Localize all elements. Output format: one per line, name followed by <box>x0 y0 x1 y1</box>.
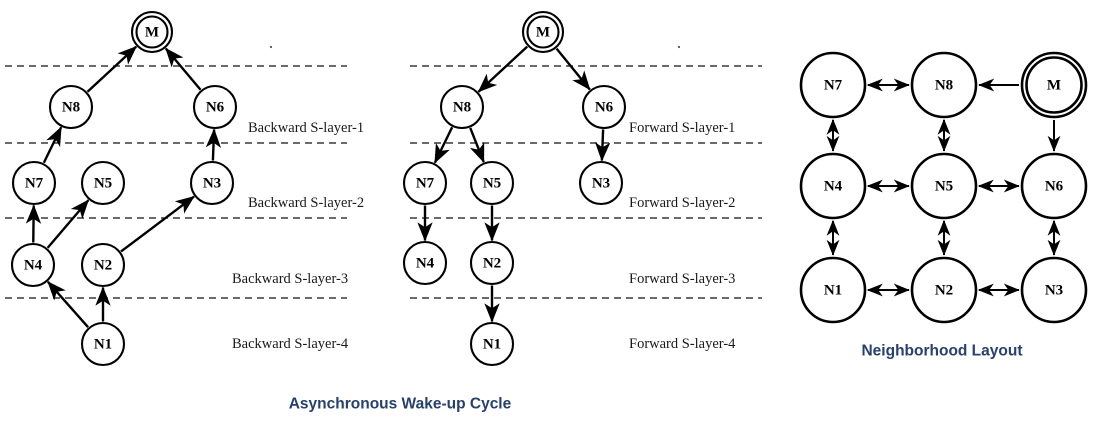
node-neighborhood-layout-N4[interactable]: N4 <box>799 152 867 220</box>
caption-neighborhood-layout: Neighborhood Layout <box>861 343 1022 360</box>
edge-N8-to-N7 <box>433 126 454 164</box>
layer-label-backward-cycle-2: Backward S-layer-2 <box>248 195 364 211</box>
node-backward-cycle-N3[interactable]: N3 <box>189 160 235 206</box>
node-label-N5: N5 <box>935 179 953 195</box>
node-label-M: M <box>536 25 550 41</box>
node-backward-cycle-N4[interactable]: N4 <box>10 242 56 288</box>
edge-N1-to-N4 <box>47 281 89 328</box>
edge-N8-to-N5 <box>469 127 485 163</box>
node-label-N6: N6 <box>1045 179 1064 195</box>
node-neighborhood-layout-N3[interactable]: N3 <box>1020 256 1088 324</box>
node-neighborhood-layout-M[interactable]: M <box>1020 51 1088 119</box>
stray-mark-2 <box>677 45 681 49</box>
edge-M-to-N8 <box>477 45 529 93</box>
node-forward-cycle-N4[interactable]: N4 <box>402 240 448 286</box>
edge-N8-to-M <box>86 45 138 93</box>
node-backward-cycle-N2[interactable]: N2 <box>80 242 126 288</box>
node-neighborhood-layout-N8[interactable]: N8 <box>910 51 978 119</box>
node-neighborhood-layout-N6[interactable]: N6 <box>1020 152 1088 220</box>
node-backward-cycle-M[interactable]: M <box>130 10 174 54</box>
node-label-N5: N5 <box>483 176 501 192</box>
node-label-N8: N8 <box>62 100 80 116</box>
node-label-N4: N4 <box>824 179 843 195</box>
node-label-N3: N3 <box>592 176 610 192</box>
node-backward-cycle-N1[interactable]: N1 <box>80 321 126 367</box>
stray-mark-group <box>269 45 681 49</box>
node-backward-cycle-N6[interactable]: N6 <box>192 84 238 130</box>
layer-label-forward-cycle-4: Forward S-layer-4 <box>629 336 736 352</box>
edge-N2-to-N3 <box>120 195 195 253</box>
node-label-N7: N7 <box>824 78 843 94</box>
node-neighborhood-layout-N5[interactable]: N5 <box>910 152 978 220</box>
node-label-N3: N3 <box>203 176 221 192</box>
layer-label-forward-cycle-1: Forward S-layer-1 <box>629 120 735 136</box>
node-label-N2: N2 <box>935 283 953 299</box>
node-neighborhood-layout-N2[interactable]: N2 <box>910 256 978 324</box>
node-forward-cycle-N8[interactable]: N8 <box>439 84 485 130</box>
node-label-M: M <box>1047 78 1061 94</box>
layer-label-backward-cycle-1: Backward S-layer-1 <box>248 120 364 136</box>
node-label-N1: N1 <box>824 283 842 299</box>
node-backward-cycle-N8[interactable]: N8 <box>48 84 94 130</box>
node-forward-cycle-N6[interactable]: N6 <box>581 84 627 130</box>
node-label-M: M <box>145 25 159 41</box>
node-label-N3: N3 <box>1045 283 1063 299</box>
edge-N4-to-N5 <box>46 199 90 249</box>
node-label-N7: N7 <box>416 176 435 192</box>
edge-N3-to-N6 <box>205 128 222 161</box>
node-label-N1: N1 <box>483 337 501 353</box>
node-neighborhood-layout-N7[interactable]: N7 <box>799 51 867 119</box>
node-label-N6: N6 <box>206 100 225 116</box>
edge-M-to-N6 <box>555 47 591 91</box>
node-label-N2: N2 <box>483 256 501 272</box>
layer-label-forward-cycle-3: Forward S-layer-3 <box>629 271 735 287</box>
node-label-N6: N6 <box>595 100 614 116</box>
node-label-N1: N1 <box>94 337 112 353</box>
node-forward-cycle-N5[interactable]: N5 <box>469 160 515 206</box>
node-forward-cycle-N2[interactable]: N2 <box>469 240 515 286</box>
node-label-N7: N7 <box>25 176 44 192</box>
edge-N7-to-N8 <box>42 126 63 164</box>
node-backward-cycle-N5[interactable]: N5 <box>80 160 126 206</box>
caption-group: Asynchronous Wake-up Cycle Neighborhood L… <box>289 343 1023 413</box>
edge-group <box>25 45 1061 328</box>
edge-N6-to-N3 <box>594 129 611 162</box>
stray-mark-1 <box>269 45 273 49</box>
node-neighborhood-layout-N1[interactable]: N1 <box>799 256 867 324</box>
layer-label-backward-cycle-3: Backward S-layer-3 <box>232 271 348 287</box>
node-label-N4: N4 <box>24 258 43 274</box>
caption-asynchronous-wake-up-cycle: Asynchronous Wake-up Cycle <box>289 396 512 413</box>
node-label-N8: N8 <box>453 100 471 116</box>
node-forward-cycle-N7[interactable]: N7 <box>402 160 448 206</box>
edge-N6-to-M <box>164 47 202 91</box>
node-label-N2: N2 <box>94 258 112 274</box>
node-forward-cycle-N3[interactable]: N3 <box>578 160 624 206</box>
node-backward-cycle-N7[interactable]: N7 <box>11 160 57 206</box>
node-forward-cycle-N1[interactable]: N1 <box>469 321 515 367</box>
node-label-N5: N5 <box>94 176 112 192</box>
node-forward-cycle-M[interactable]: M <box>521 10 565 54</box>
node-label-N8: N8 <box>935 78 953 94</box>
layer-label-forward-cycle-2: Forward S-layer-2 <box>629 195 735 211</box>
layer-label-backward-cycle-4: Backward S-layer-4 <box>232 336 349 352</box>
node-label-N4: N4 <box>416 256 435 272</box>
